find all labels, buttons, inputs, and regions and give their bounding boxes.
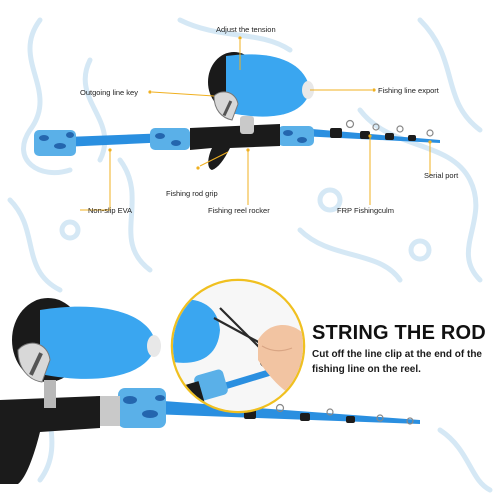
spincast-reel-cover xyxy=(40,306,156,379)
label-serial-port: Serial port xyxy=(424,171,459,180)
rod-section-joint xyxy=(408,135,416,141)
fore-grip xyxy=(118,388,166,428)
rod-section-joint xyxy=(360,131,370,139)
reel-foot xyxy=(240,116,254,134)
spincast-reel-cover xyxy=(226,54,310,117)
thumb-button xyxy=(17,342,51,383)
callout-dots xyxy=(108,36,432,170)
rod-section-joint xyxy=(385,133,394,140)
hand xyxy=(258,325,303,400)
reel-seat-trigger xyxy=(0,396,100,484)
rod-section-joint xyxy=(330,128,342,138)
line-outlet xyxy=(147,335,161,357)
reel-seat-trigger xyxy=(190,124,280,170)
line-outlet xyxy=(302,81,314,99)
top-fishing-rod xyxy=(34,52,440,170)
section-description: Cut off the line clip at the end of the … xyxy=(312,349,482,375)
callout-lines xyxy=(80,40,431,211)
front-eva-grip xyxy=(150,128,190,150)
label-outgoing-line-key: Outgoing line key xyxy=(80,88,138,97)
reel-stem xyxy=(44,380,56,408)
label-frp-fishingculm: FRP Fishingculm xyxy=(337,206,394,215)
label-fishing-reel-rocker: Fishing reel rocker xyxy=(208,206,270,215)
label-adjust-tension: Adjust the tension xyxy=(216,25,276,34)
cutting-line-inset xyxy=(170,278,306,414)
thumb-button xyxy=(213,91,239,121)
section-title: STRING THE ROD xyxy=(312,322,486,344)
label-fishing-line-export: Fishing line export xyxy=(378,86,439,95)
label-non-slip-eva: Non-slip EVA xyxy=(88,206,133,215)
fore-grip xyxy=(278,126,314,146)
label-fishing-rod-grip: Fishing rod grip xyxy=(166,189,218,198)
